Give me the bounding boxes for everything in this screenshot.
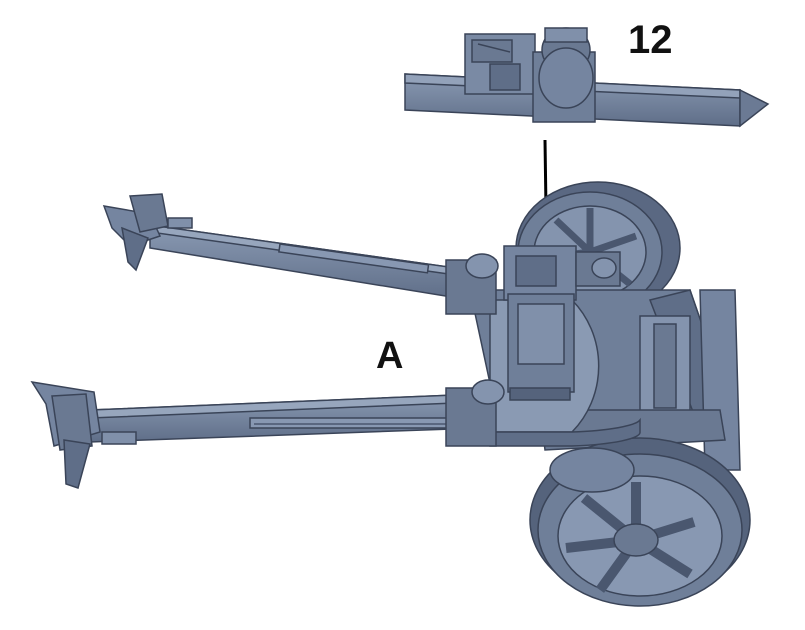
front-wheel (529, 437, 751, 607)
upper-trail (102, 193, 471, 301)
label-mask (298, 328, 370, 372)
carriage-part (30, 181, 751, 607)
cradle-mount (503, 245, 621, 401)
barrel-part (404, 27, 770, 128)
step-number: 12 (628, 18, 673, 62)
lower-trail (30, 380, 481, 489)
trail-hinges (445, 253, 505, 447)
part-label: A (376, 335, 404, 377)
